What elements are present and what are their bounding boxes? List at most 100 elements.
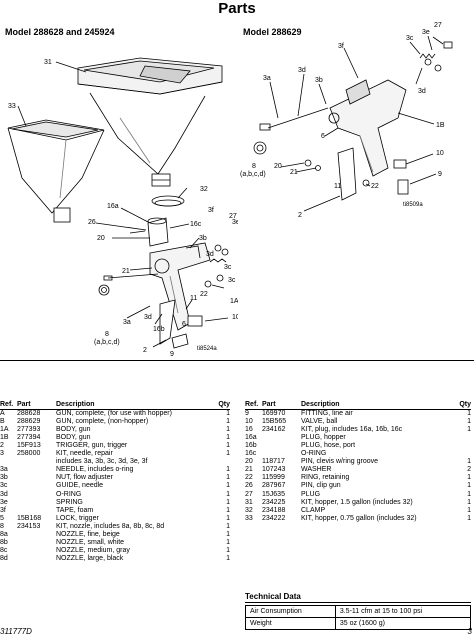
table-cell xyxy=(17,499,56,507)
table-cell: VALVE, ball xyxy=(301,418,338,426)
callout-16b: 16b xyxy=(153,326,165,333)
table-cell xyxy=(262,442,301,450)
table-cell: 1 xyxy=(226,514,230,522)
table-cell: 1 xyxy=(226,554,230,562)
table-cell: 21 xyxy=(245,466,253,474)
callout-2: 2 xyxy=(298,212,302,219)
table-cell: PLUG xyxy=(301,490,321,498)
column-header: Qty xyxy=(455,401,471,411)
table-cell: 1 xyxy=(226,442,230,450)
table-cell: 277393 xyxy=(17,426,41,434)
callout-27: 27 xyxy=(229,213,237,220)
callout-16a: 16a xyxy=(107,203,119,210)
callout-27: 27 xyxy=(434,22,442,29)
tech-data-cell: Air Consumption xyxy=(245,605,336,618)
table-cell: 1 xyxy=(467,482,471,490)
callout-22: 22 xyxy=(371,183,379,190)
table-cell: KIT, hopper, 1.5 gallon (includes 32) xyxy=(301,498,413,506)
table-cell: NOZZLE, small, white xyxy=(56,538,125,546)
gun-body-illustration xyxy=(328,79,407,177)
table-cell: TRIGGER, gun, trigger xyxy=(56,442,128,450)
table-cell: KIT, needle, repair xyxy=(56,450,113,458)
table-cell: 1 xyxy=(226,418,230,426)
table-cell: 1 xyxy=(226,410,230,418)
table-cell: 15B168 xyxy=(17,514,42,522)
table-cell: 234225 xyxy=(262,498,286,506)
table-cell xyxy=(17,458,56,466)
column-header: Part xyxy=(262,401,301,411)
callout-8: 8 xyxy=(252,163,256,170)
tech-data-cell: Weight xyxy=(245,617,336,630)
callout-3f: 3f xyxy=(338,43,344,50)
table-cell: 1 xyxy=(226,434,230,442)
callout-32: 32 xyxy=(200,186,208,193)
table-cell: 32 xyxy=(245,506,253,514)
table-cell: 118717 xyxy=(262,458,285,466)
table-cell: 1 xyxy=(226,466,230,474)
table-cell: 169970 xyxy=(262,410,286,418)
callout-11: 11 xyxy=(190,295,197,302)
callout-3b: 3b xyxy=(315,77,323,84)
table-cell: 2 xyxy=(467,466,471,474)
column-header: Description xyxy=(56,401,215,411)
callout-8: 8 xyxy=(105,331,109,338)
callout-10: 10 xyxy=(232,314,238,321)
tech-data-cell: 35 oz (1600 g) xyxy=(334,617,472,630)
table-cell: 3f xyxy=(0,506,6,514)
table-cell: 277394 xyxy=(17,434,41,442)
callout-3f: 3f xyxy=(208,207,214,214)
table-cell: 115999 xyxy=(262,474,285,482)
table-cell: 1 xyxy=(226,506,230,514)
callout-3d: 3d xyxy=(298,67,306,74)
table-cell: 31 xyxy=(245,498,253,506)
table-cell: 8a xyxy=(0,530,8,538)
table-cell: 8 xyxy=(0,522,4,530)
callout-33: 33 xyxy=(8,103,16,110)
table-cell: 15J635 xyxy=(262,490,285,498)
table-cell xyxy=(17,547,56,555)
right-model-title: Model 288629 xyxy=(243,27,302,37)
tech-title-underline xyxy=(245,602,471,603)
table-cell: 1 xyxy=(467,498,471,506)
callout-8-sub: (a,b,c,d) xyxy=(240,171,266,178)
table-cell: 1 xyxy=(226,490,230,498)
table-cell: RING, retaining xyxy=(301,474,350,482)
tech-data-cell: 3.5-11 cfm at 15 to 100 psi xyxy=(334,605,472,618)
column-header: Part xyxy=(17,401,56,411)
table-cell: 1 xyxy=(467,474,471,482)
table-cell: BODY, gun xyxy=(56,434,91,442)
callout-22: 22 xyxy=(200,291,208,298)
table-cell: FITTING, line air xyxy=(301,410,353,418)
table-cell: O-RING xyxy=(301,450,327,458)
callout-2: 2 xyxy=(143,347,147,354)
table-cell xyxy=(455,434,471,442)
callout-3c-a: 3c xyxy=(224,264,232,271)
table-cell: 1 xyxy=(226,474,230,482)
table-cell: PLUG, hopper xyxy=(301,434,346,442)
table-cell xyxy=(17,491,56,499)
table-cell: 287967 xyxy=(262,482,286,490)
table-cell: KIT, hopper, 0.75 gallon (includes 32) xyxy=(301,514,417,522)
table-cell: CLAMP xyxy=(301,506,326,514)
table-cell: PIN, clip gun xyxy=(301,482,341,490)
table-cell: 3a xyxy=(0,466,8,474)
callout-3a: 3a xyxy=(263,75,271,82)
table-cell: 1 xyxy=(467,514,471,522)
small-hopper-illustration xyxy=(7,119,105,223)
table-cell: 1 xyxy=(226,498,230,506)
